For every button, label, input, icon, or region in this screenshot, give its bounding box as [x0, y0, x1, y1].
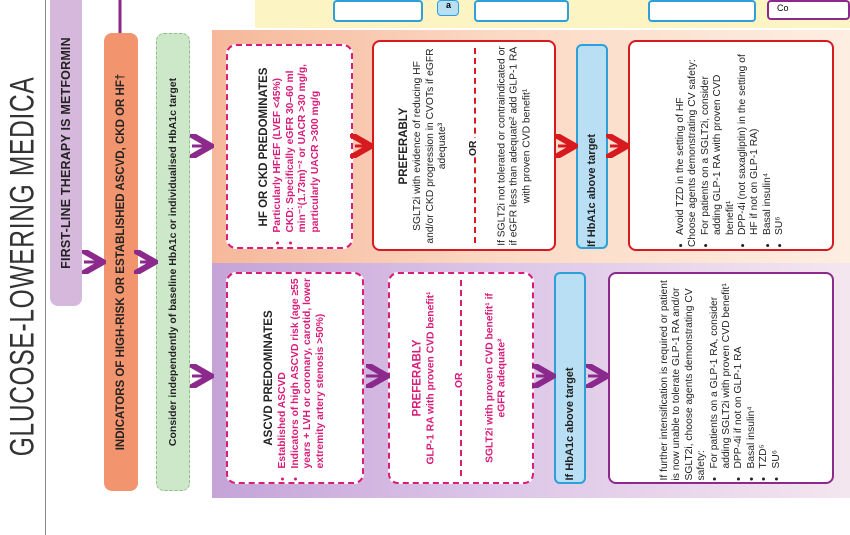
ascvd-predominates-box: ASCVD PREDOMINATES Established ASCVD Ind… [226, 272, 364, 484]
top-box-3 [648, 0, 756, 22]
top-box-4: Co [767, 0, 850, 20]
top-pill: a [437, 0, 459, 16]
ascvd-preferably-box: PREFERABLY GLP-1 RA with proven CVD bene… [388, 272, 534, 484]
indicators-bar: INDICATORS OF HIGH-RISK OR ESTABLISHED A… [104, 33, 138, 491]
first-line-bar: FIRST-LINE THERAPY IS METFORMIN [50, 0, 82, 306]
top-box-1 [333, 0, 423, 22]
hf-predominates-box: HF OR CKD PREDOMINATES Particularly HFrE… [226, 44, 353, 249]
page-title-strip: GLUCOSE-LOWERING MEDICA [0, 0, 46, 535]
top-box-2 [474, 0, 569, 22]
consider-bar: Consider independently of baseline HbA1c… [156, 33, 190, 491]
